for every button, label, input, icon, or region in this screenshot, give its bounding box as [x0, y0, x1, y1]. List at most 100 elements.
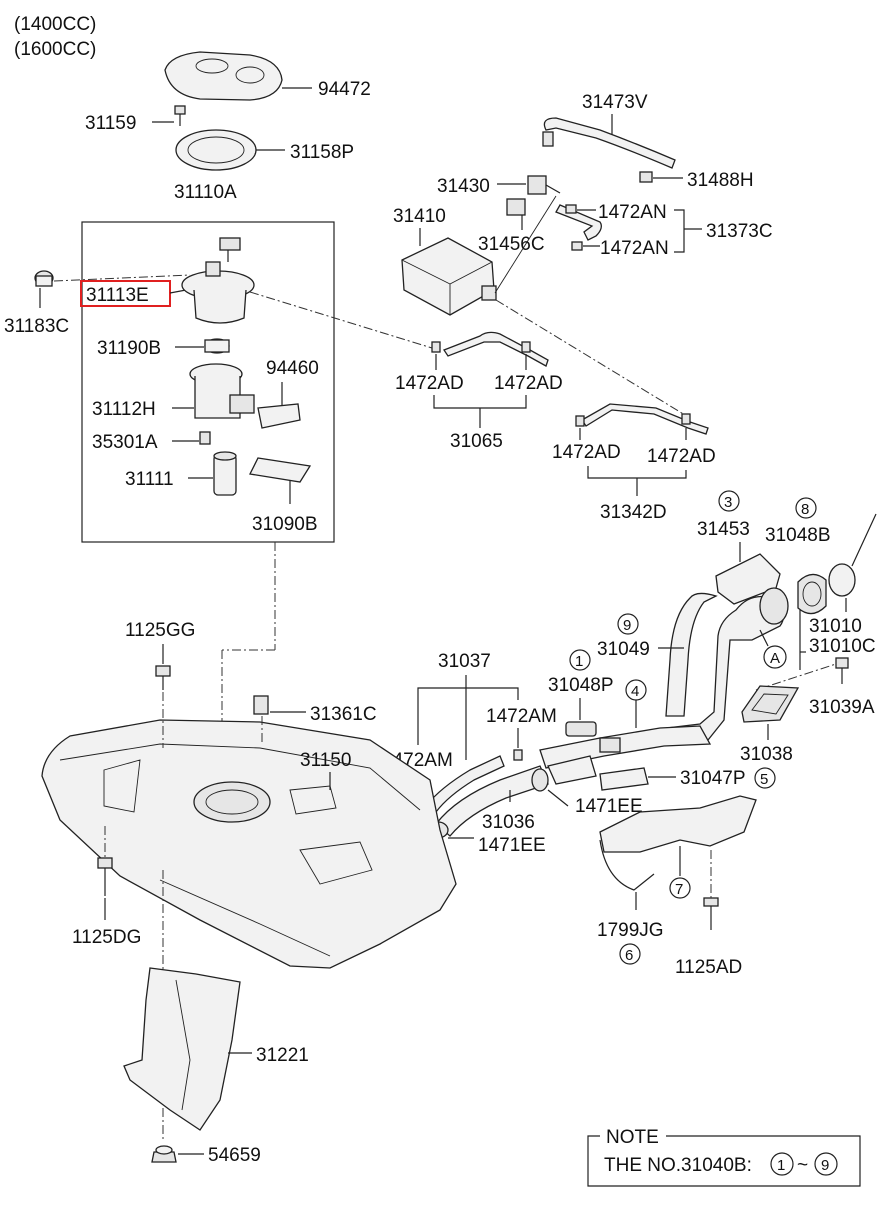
svg-text:1: 1 [575, 653, 583, 670]
circled-ref-3: 3 [718, 490, 740, 512]
label-1472AD-b: 1472AD [494, 373, 563, 394]
label-31047P: 31047P [680, 768, 746, 789]
part-31183C[interactable] [34, 270, 54, 287]
clip-1472AM-right[interactable] [513, 749, 523, 761]
svg-text:4: 4 [631, 683, 639, 700]
gasket-31038[interactable] [741, 685, 800, 723]
label-31090B: 31090B [252, 514, 318, 535]
pump-plate-31158P[interactable] [175, 129, 257, 171]
svg-text:7: 7 [675, 881, 683, 898]
label-31112H: 31112H [92, 399, 156, 420]
vapor-hose-31473V[interactable] [542, 117, 676, 169]
label-54659: 54659 [208, 1145, 261, 1166]
hose-31036-upper[interactable] [547, 755, 597, 785]
label-94472: 94472 [318, 79, 371, 100]
vapor-tube-31065[interactable] [431, 331, 549, 367]
filter-31090B[interactable] [249, 457, 312, 483]
label-1472AN-b: 1472AN [600, 238, 669, 259]
label-31361C: 31361C [310, 704, 377, 725]
pump-flange-31113E[interactable] [181, 237, 255, 324]
label-31453: 31453 [697, 519, 750, 540]
label-31150: 31150 [300, 750, 351, 771]
circled-ref-6: 6 [619, 943, 641, 965]
circled-ref-5: 5 [754, 767, 776, 789]
label-31159: 31159 [85, 113, 136, 134]
bracket-31456C[interactable] [506, 198, 526, 216]
label-31010: 31010 [809, 616, 862, 637]
circled-ref-4: 4 [625, 679, 647, 701]
bolt-1125DG[interactable] [97, 857, 113, 896]
filler-neck-31049[interactable] [648, 587, 789, 743]
label-31430: 31430 [437, 176, 490, 197]
nut-54659[interactable] [151, 1145, 177, 1163]
svg-text:9: 9 [623, 617, 631, 634]
note-range-sep: ~ [797, 1155, 808, 1176]
engine-variant-1600: (1600CC) [14, 39, 96, 60]
note-range-start: 1 [777, 1157, 785, 1174]
sensor-94460[interactable] [257, 403, 301, 429]
label-1472AD-a: 1472AD [395, 373, 464, 394]
fuel-pump-31111[interactable] [213, 451, 237, 496]
label-31110A: 31110A [174, 182, 237, 203]
label-31039A: 31039A [809, 697, 875, 718]
gasket-31048B[interactable] [797, 573, 827, 615]
vapor-tube-31342D[interactable] [575, 403, 709, 435]
bolt-1125GG[interactable] [155, 665, 171, 690]
note-range-end-circle [814, 1152, 838, 1176]
bolt-1125AD[interactable] [703, 897, 719, 930]
label-31410: 31410 [393, 206, 446, 227]
label-31048P: 31048P [548, 675, 614, 696]
label-1472AD-c: 1472AD [552, 442, 621, 463]
label-31113E[interactable]: 31113E [86, 285, 149, 306]
clip-1472AN-lower[interactable] [571, 241, 583, 251]
svg-text:A: A [770, 650, 780, 667]
note-title: NOTE [606, 1127, 659, 1148]
label-1472AD-d: 1472AD [647, 446, 716, 467]
label-31190B: 31190B [97, 338, 161, 359]
canister-31410[interactable] [401, 237, 497, 316]
bracket-7[interactable] [599, 795, 757, 853]
circled-ref-7: 7 [669, 877, 691, 899]
fuel-pump-assembly-box [81, 221, 335, 543]
bolt-31039A[interactable] [835, 657, 849, 669]
clip-31361C[interactable] [253, 695, 269, 715]
clamp-1471EE-upper[interactable] [531, 768, 549, 792]
label-31488H: 31488H [687, 170, 754, 191]
fuel-tank-31150[interactable] [41, 719, 457, 969]
strainer-31190B[interactable] [204, 338, 230, 354]
label-31183C: 31183C [4, 316, 69, 337]
hose-1472AN-upper[interactable] [555, 204, 602, 241]
hose-31037[interactable] [425, 755, 505, 813]
label-31049: 31049 [597, 639, 650, 660]
regulator-35301A[interactable] [199, 431, 211, 445]
hose-31047P[interactable] [599, 767, 649, 791]
label-31010C: 31010C [809, 636, 876, 657]
label-31111: 31111 [125, 469, 174, 490]
svg-text:3: 3 [724, 494, 732, 511]
label-31473V: 31473V [582, 92, 648, 113]
callout-A: A [763, 645, 787, 669]
note-box: NOTE THE NO.31040B: 1 ~ 9 [587, 1127, 861, 1187]
label-31036: 31036 [482, 812, 535, 833]
clip-31488H[interactable] [639, 171, 653, 183]
circled-ref-8: 8 [795, 497, 817, 519]
label-31065: 31065 [450, 431, 503, 452]
circled-ref-9: 9 [617, 613, 639, 635]
note-text: THE NO.31040B: [604, 1155, 752, 1176]
label-31037: 31037 [438, 651, 491, 672]
screw-31159[interactable] [174, 105, 186, 126]
svg-text:8: 8 [801, 501, 809, 518]
pump-bracket-31112H[interactable] [189, 363, 255, 419]
heat-shield-31221[interactable] [123, 967, 241, 1131]
cap-31048P[interactable] [565, 721, 597, 737]
fuel-pump-cover-94472[interactable] [164, 51, 283, 101]
label-31158P: 31158P [290, 142, 354, 163]
label-1471EE-a: 1471EE [575, 796, 643, 817]
fuel-cap-31010[interactable] [828, 513, 877, 597]
highlight-box-31113E [80, 280, 171, 307]
strap-1799JG[interactable] [599, 839, 655, 891]
label-35301A: 35301A [92, 432, 158, 453]
valve-31430[interactable] [527, 175, 561, 195]
svg-text:6: 6 [625, 947, 633, 964]
